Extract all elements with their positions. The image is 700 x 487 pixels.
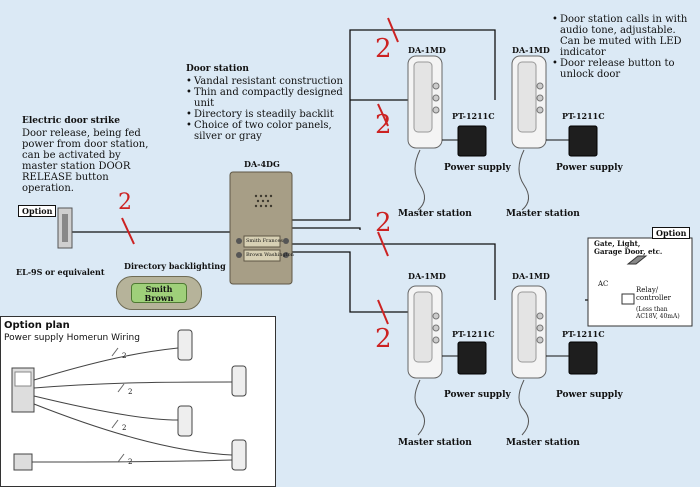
power-model: PT-1211C — [562, 111, 605, 121]
master-station-label: Master station — [506, 209, 580, 219]
directory-nameplate: Smith Brown — [116, 276, 202, 310]
strike-model: EL-9S or equivalent — [16, 267, 105, 277]
door-station-features: Vandal resistant construction Thin and c… — [186, 76, 346, 142]
door-station-model: DA-4DG — [244, 159, 280, 169]
door-station-panel — [229, 171, 293, 285]
door-plate-name: Brown Washington — [246, 252, 294, 258]
wire-count: 2 — [118, 190, 132, 215]
feature-item: Thin and compactly designed unit — [186, 87, 344, 109]
wire-count: 2 — [375, 208, 392, 238]
master-station-label: Master station — [398, 438, 472, 448]
power-supply-label: Power supply — [556, 163, 623, 173]
nameplate-name: Brown — [144, 293, 174, 303]
power-model: PT-1211C — [452, 111, 495, 121]
option-badge: Option — [18, 205, 57, 217]
feature-item: Vandal resistant construction — [186, 76, 346, 87]
wire-count-marks — [121, 17, 399, 325]
wire-bottom-left — [289, 251, 410, 313]
option-plan-title: Option plan — [4, 320, 70, 331]
strike-description: Door release, being fed power from door … — [22, 128, 149, 194]
nameplate-name: Smith — [145, 284, 173, 294]
power-model: PT-1211C — [452, 329, 495, 339]
master-station-label: Master station — [506, 438, 580, 448]
option-plan-panel — [0, 316, 276, 487]
master-station-label: Master station — [398, 209, 472, 219]
wire-count: 2 — [375, 34, 392, 64]
wire-top-right — [289, 29, 496, 221]
feature-item: Directory is steadily backlit — [186, 109, 346, 120]
power-supply-label: Power supply — [556, 390, 623, 400]
option-wire-count: 2 — [128, 458, 133, 466]
wire-bottom-right — [289, 243, 496, 300]
option-wire-count: 2 — [122, 424, 127, 432]
option-plan-subtitle: Power supply Homerun Wiring — [4, 333, 140, 343]
power-model: PT-1211C — [562, 329, 605, 339]
door-strike — [57, 207, 73, 249]
relay-option-box — [587, 237, 693, 327]
nameplate-names: Smith Brown — [131, 283, 187, 303]
option-wire-count: 2 — [128, 388, 133, 396]
master-station — [407, 55, 443, 211]
master-station — [511, 55, 547, 211]
option-plan-drawing — [11, 329, 247, 471]
door-plate-name: Smith Frances — [246, 238, 283, 244]
ac-label: AC — [598, 280, 609, 288]
strike-title: Electric door strike — [22, 116, 120, 126]
master-model: DA-1MD — [408, 271, 446, 281]
master-station — [511, 285, 547, 436]
master-model: DA-1MD — [512, 45, 550, 55]
relay-spec: (Less than AC18V, 40mA) — [636, 306, 680, 320]
power-supply-label: Power supply — [444, 163, 511, 173]
master-station-features: Door station calls in with audio tone, a… — [552, 14, 694, 80]
option-wire-count: 2 — [122, 352, 127, 360]
door-station-title: Door station — [186, 64, 249, 74]
feature-item: Choice of two color panels, silver or gr… — [186, 120, 346, 142]
master-station — [407, 285, 443, 436]
wire-count: 2 — [375, 110, 392, 140]
feature-item: Door station calls in with audio tone, a… — [552, 14, 694, 58]
wire-count: 2 — [375, 324, 392, 354]
gate-text: Gate, Light, Garage Door, etc. — [594, 239, 663, 256]
relay-controller-label: Relay/ controller — [636, 286, 671, 302]
master-model: DA-1MD — [512, 271, 550, 281]
power-supply-units — [457, 125, 598, 375]
wiring — [70, 29, 638, 313]
option-badge: Option — [652, 227, 691, 239]
power-supply-label: Power supply — [444, 390, 511, 400]
feature-item: Door release button to unlock door — [552, 58, 694, 80]
master-model: DA-1MD — [408, 45, 446, 55]
directory-backlighting-label: Directory backlighting — [124, 261, 226, 271]
